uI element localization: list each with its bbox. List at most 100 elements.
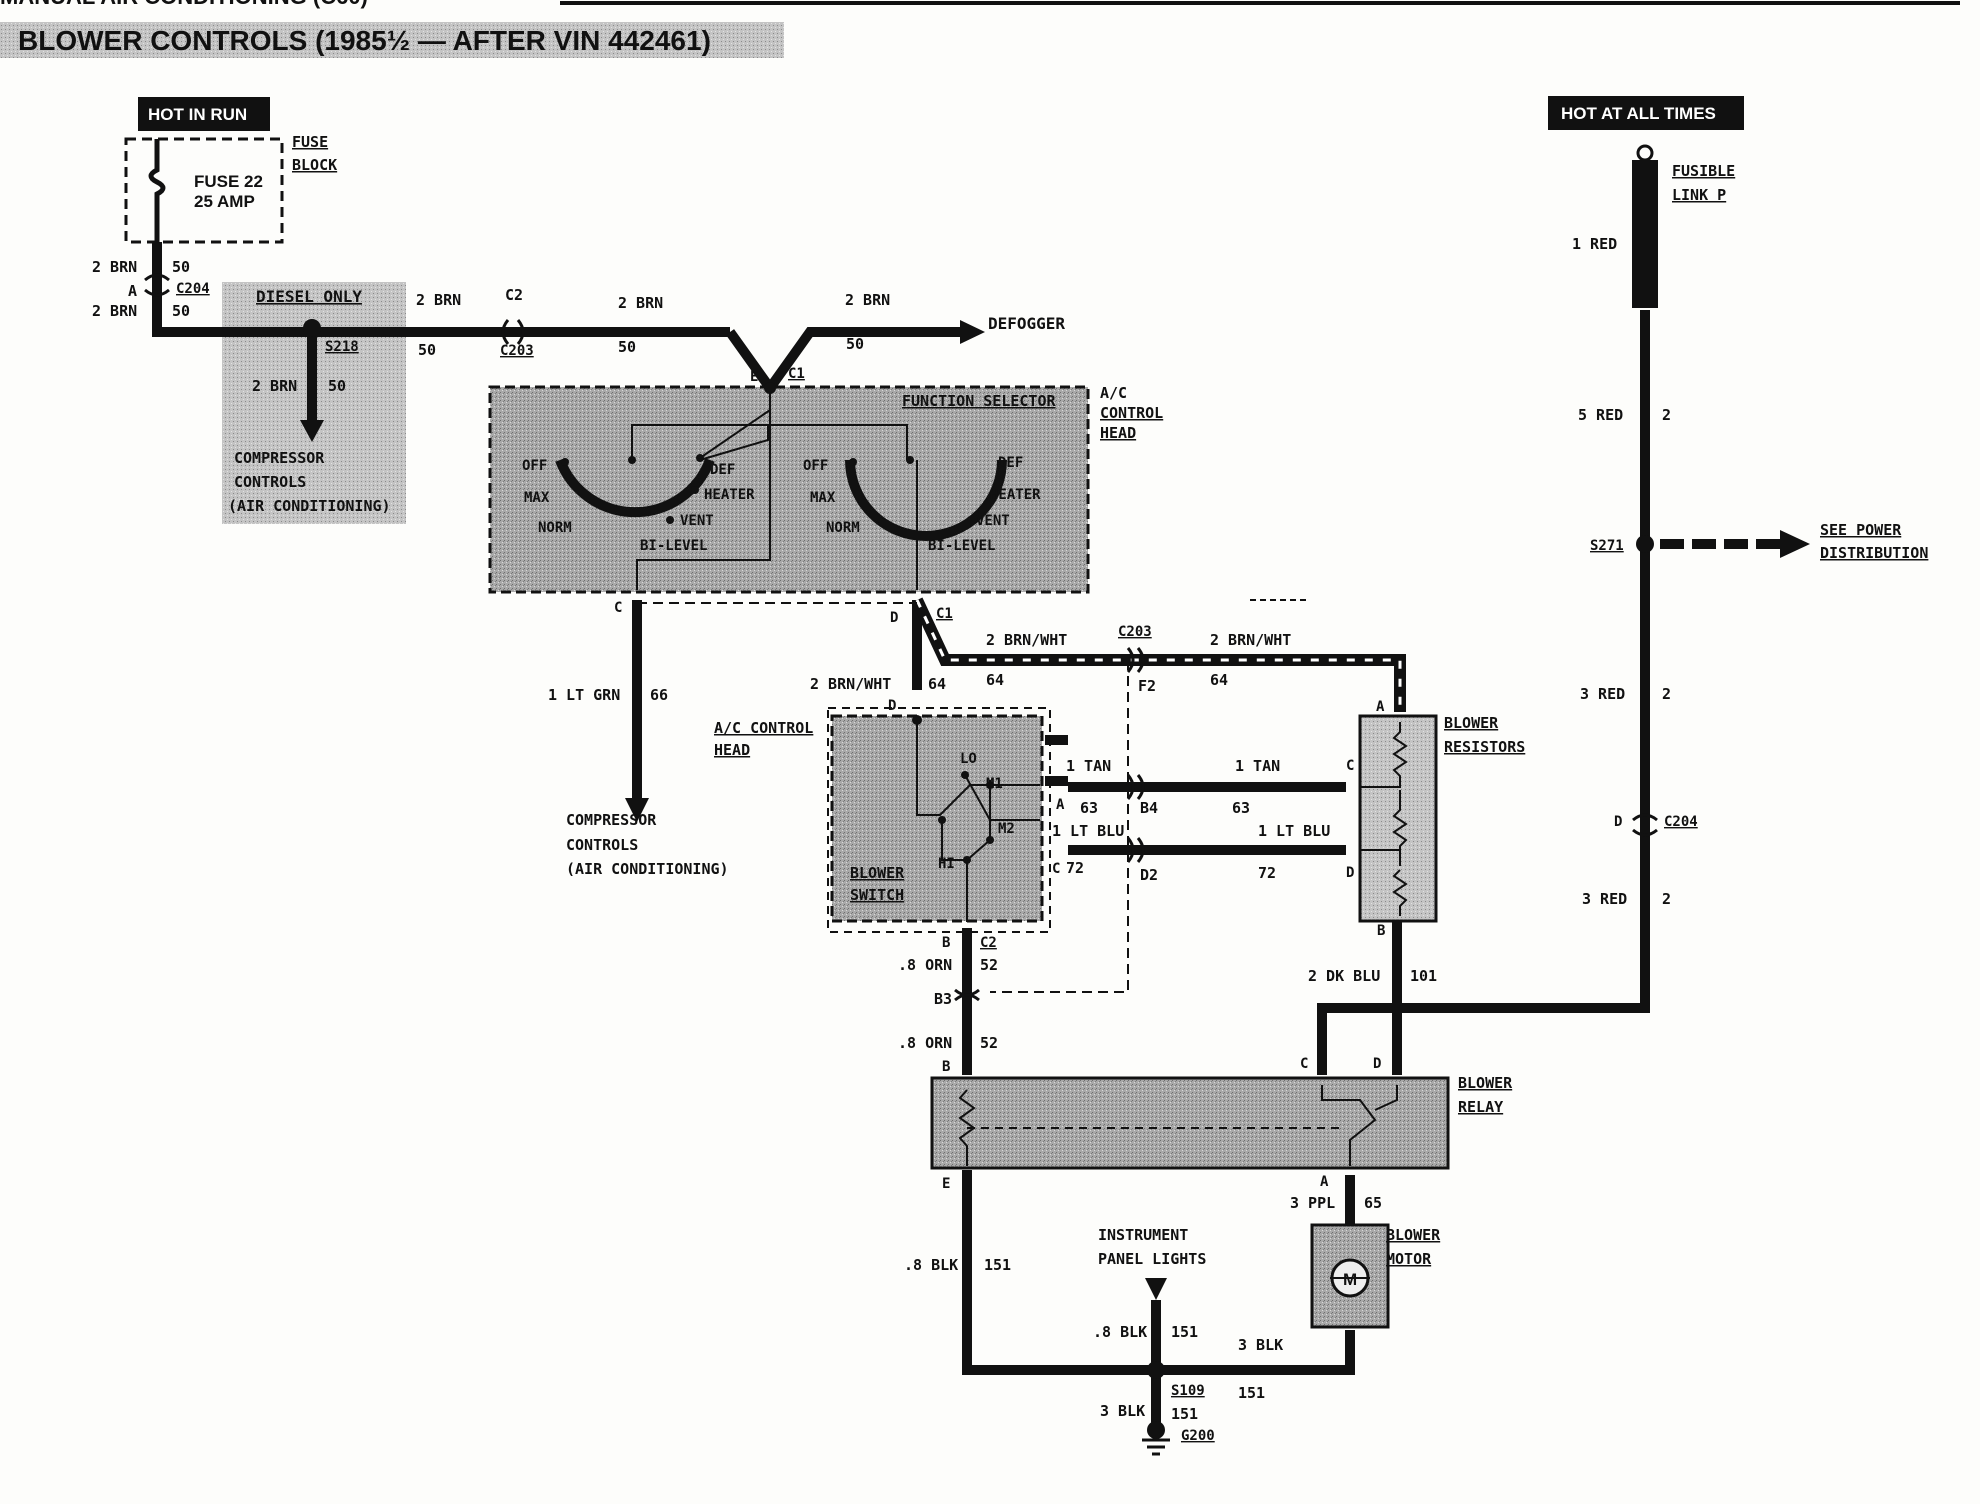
fs-norm-right: NORM [826,520,860,536]
resistor-icon [1392,722,1408,916]
instrument-panel-lights-arrow [1145,1278,1167,1300]
compressor-diesel-arrow [300,420,324,442]
battery-feed: HOT AT ALL TIMES FUSIBLE LINK P [1548,96,1744,308]
blower-switch-m1: M1 [986,776,1003,792]
lbl-comp-ac-2: CONTROLS [566,836,638,854]
lbl-2brn-b: 2 BRN [92,302,137,320]
ac-control-head-b: CONTROL [1100,404,1163,422]
fuse-block-outline [124,137,284,244]
fusible-link-icon [1632,160,1658,308]
fs-def-right: DEF [998,455,1023,471]
lbl-8blk-a: .8 BLK [904,1256,958,1274]
lbl-72-b: 72 [1258,864,1276,882]
blower-resistors-label-2: RESISTORS [1444,738,1525,756]
lbl-c204-fuse: C204 [176,281,210,297]
lbl-2-a: 2 [1662,406,1671,424]
lbl-brnwht-b: 2 BRN/WHT [986,631,1067,649]
wire-2brn-defogger [725,327,960,397]
lbl-65: 65 [1364,1194,1382,1212]
fs-vent-left: VENT [680,513,714,529]
motor-symbol: M [1343,1270,1357,1289]
lbl-c204-pin-d: D [1614,814,1622,830]
see-power-arrow [1780,530,1810,558]
fs-bilevel-left: BI-LEVEL [640,538,707,554]
lbl-2-b: 2 [1662,685,1671,703]
lbl-63-a: 63 [1080,799,1098,817]
lbl-comp-diesel-3: (AIR CONDITIONING) [228,497,391,515]
lbl-c203-top: C203 [500,343,534,359]
diagram-title: BLOWER CONTROLS (1985½ — AFTER VIN 44246… [18,25,711,56]
lbl-3red-b: 3 RED [1582,890,1627,908]
blower-motor-label-2: MOTOR [1386,1250,1432,1268]
lbl-64-a: 64 [928,675,946,693]
lbl-comp-ac-3: (AIR CONDITIONING) [566,860,729,878]
relay-coil-icon [958,1089,976,1166]
lbl-63-b: 63 [1232,799,1250,817]
lbl-dkblu: 2 DK BLU [1308,967,1380,985]
blower-relay-label-1: BLOWER [1458,1074,1513,1092]
lbl-52-b: 52 [980,1034,998,1052]
lbl-sw-pin-a: A [1056,797,1065,813]
lbl-c204-pin: A [128,282,137,300]
top-title: MANUAL AIR CONDITIONING (C60) [0,0,368,9]
lbl-relay-pin-d: D [1373,1056,1381,1072]
lbl-brnwht-a: 2 BRN/WHT [810,675,891,693]
fs-heater-left: HEATER [704,487,755,503]
blower-switch-label-1: BLOWER [850,864,905,882]
wires [152,242,1650,1425]
blower-switch-m2: M2 [998,821,1015,837]
wire-3blk-151 [1156,1330,1355,1375]
c204-fuse-connector [144,273,170,282]
blower-switch: LO M1 M2 HI BLOWER SWITCH A/C CONTROL HE… [714,707,1051,933]
fs-bilevel-right: BI-LEVEL [928,538,995,554]
blower-resistors-label-1: BLOWER [1444,714,1499,732]
splice-s271 [1636,535,1654,553]
lbl-50-a: 50 [172,258,190,276]
fuse-section: HOT IN RUN FUSE 22 25 AMP FUSE BLOCK [124,97,337,244]
lbl-151-b: 151 [1171,1323,1198,1341]
lbl-relay-pin-e: E [942,1176,950,1192]
ac-control-head-a: A/C [1100,384,1127,402]
lbl-64-b: 64 [986,671,1004,689]
function-selector-box [488,385,1090,594]
lbl-f2: F2 [1138,677,1156,695]
lbl-c203-mid: C203 [1118,624,1152,640]
lbl-res-pin-b: B [1377,923,1385,939]
defogger-arrow [960,320,985,344]
function-selector-label: FUNCTION SELECTOR [902,392,1056,410]
fs-off-left: OFF [522,458,547,474]
lbl-c2-bottom: C2 [980,935,997,951]
ac-control-head-2-b: HEAD [714,741,750,759]
blower-switch-hi: HI [938,856,955,872]
lbl-2brn-f: 2 BRN [845,291,890,309]
wire-8blk-151 [962,1170,1156,1375]
wire-labels: 2 BRN 50 A C204 2 BRN 50 DIESEL ONLY S21… [92,235,1928,1444]
b4-connector [1126,774,1135,800]
lbl-52-a: 52 [980,956,998,974]
fuse-rating-1: FUSE 22 [194,172,263,191]
lbl-comp-ac-1: COMPRESSOR [566,811,657,829]
lbl-2brn-e: 2 BRN [618,294,663,312]
blower-switch-label-2: SWITCH [850,886,904,904]
lbl-comp-diesel-2: CONTROLS [234,473,306,491]
lbl-s218: S218 [325,339,359,355]
lbl-3red-a: 3 RED [1580,685,1625,703]
lbl-ipl-2: PANEL LIGHTS [1098,1250,1206,1268]
fuse-rating-2: 25 AMP [194,192,255,211]
lbl-1tan-a: 1 TAN [1066,757,1111,775]
lbl-pin-d-2: D [888,698,896,714]
wire-2brnwht-64 [911,597,1406,712]
lbl-2brn-d: 2 BRN [416,291,461,309]
c204-red-connector [1632,813,1658,822]
lbl-50-f: 50 [846,335,864,353]
lbl-64-c: 64 [1210,671,1228,689]
lbl-res-pin-c: C [1346,758,1354,774]
lbl-diesel-only: DIESEL ONLY [256,287,362,306]
lbl-2brn-a: 2 BRN [92,258,137,276]
lbl-151-c: 151 [1238,1384,1265,1402]
lbl-orn-b: .8 ORN [898,1034,952,1052]
blower-resistors: BLOWER RESISTORS [1358,714,1525,923]
connectors [144,273,1658,1002]
lbl-c1-bottom: C1 [936,606,953,622]
